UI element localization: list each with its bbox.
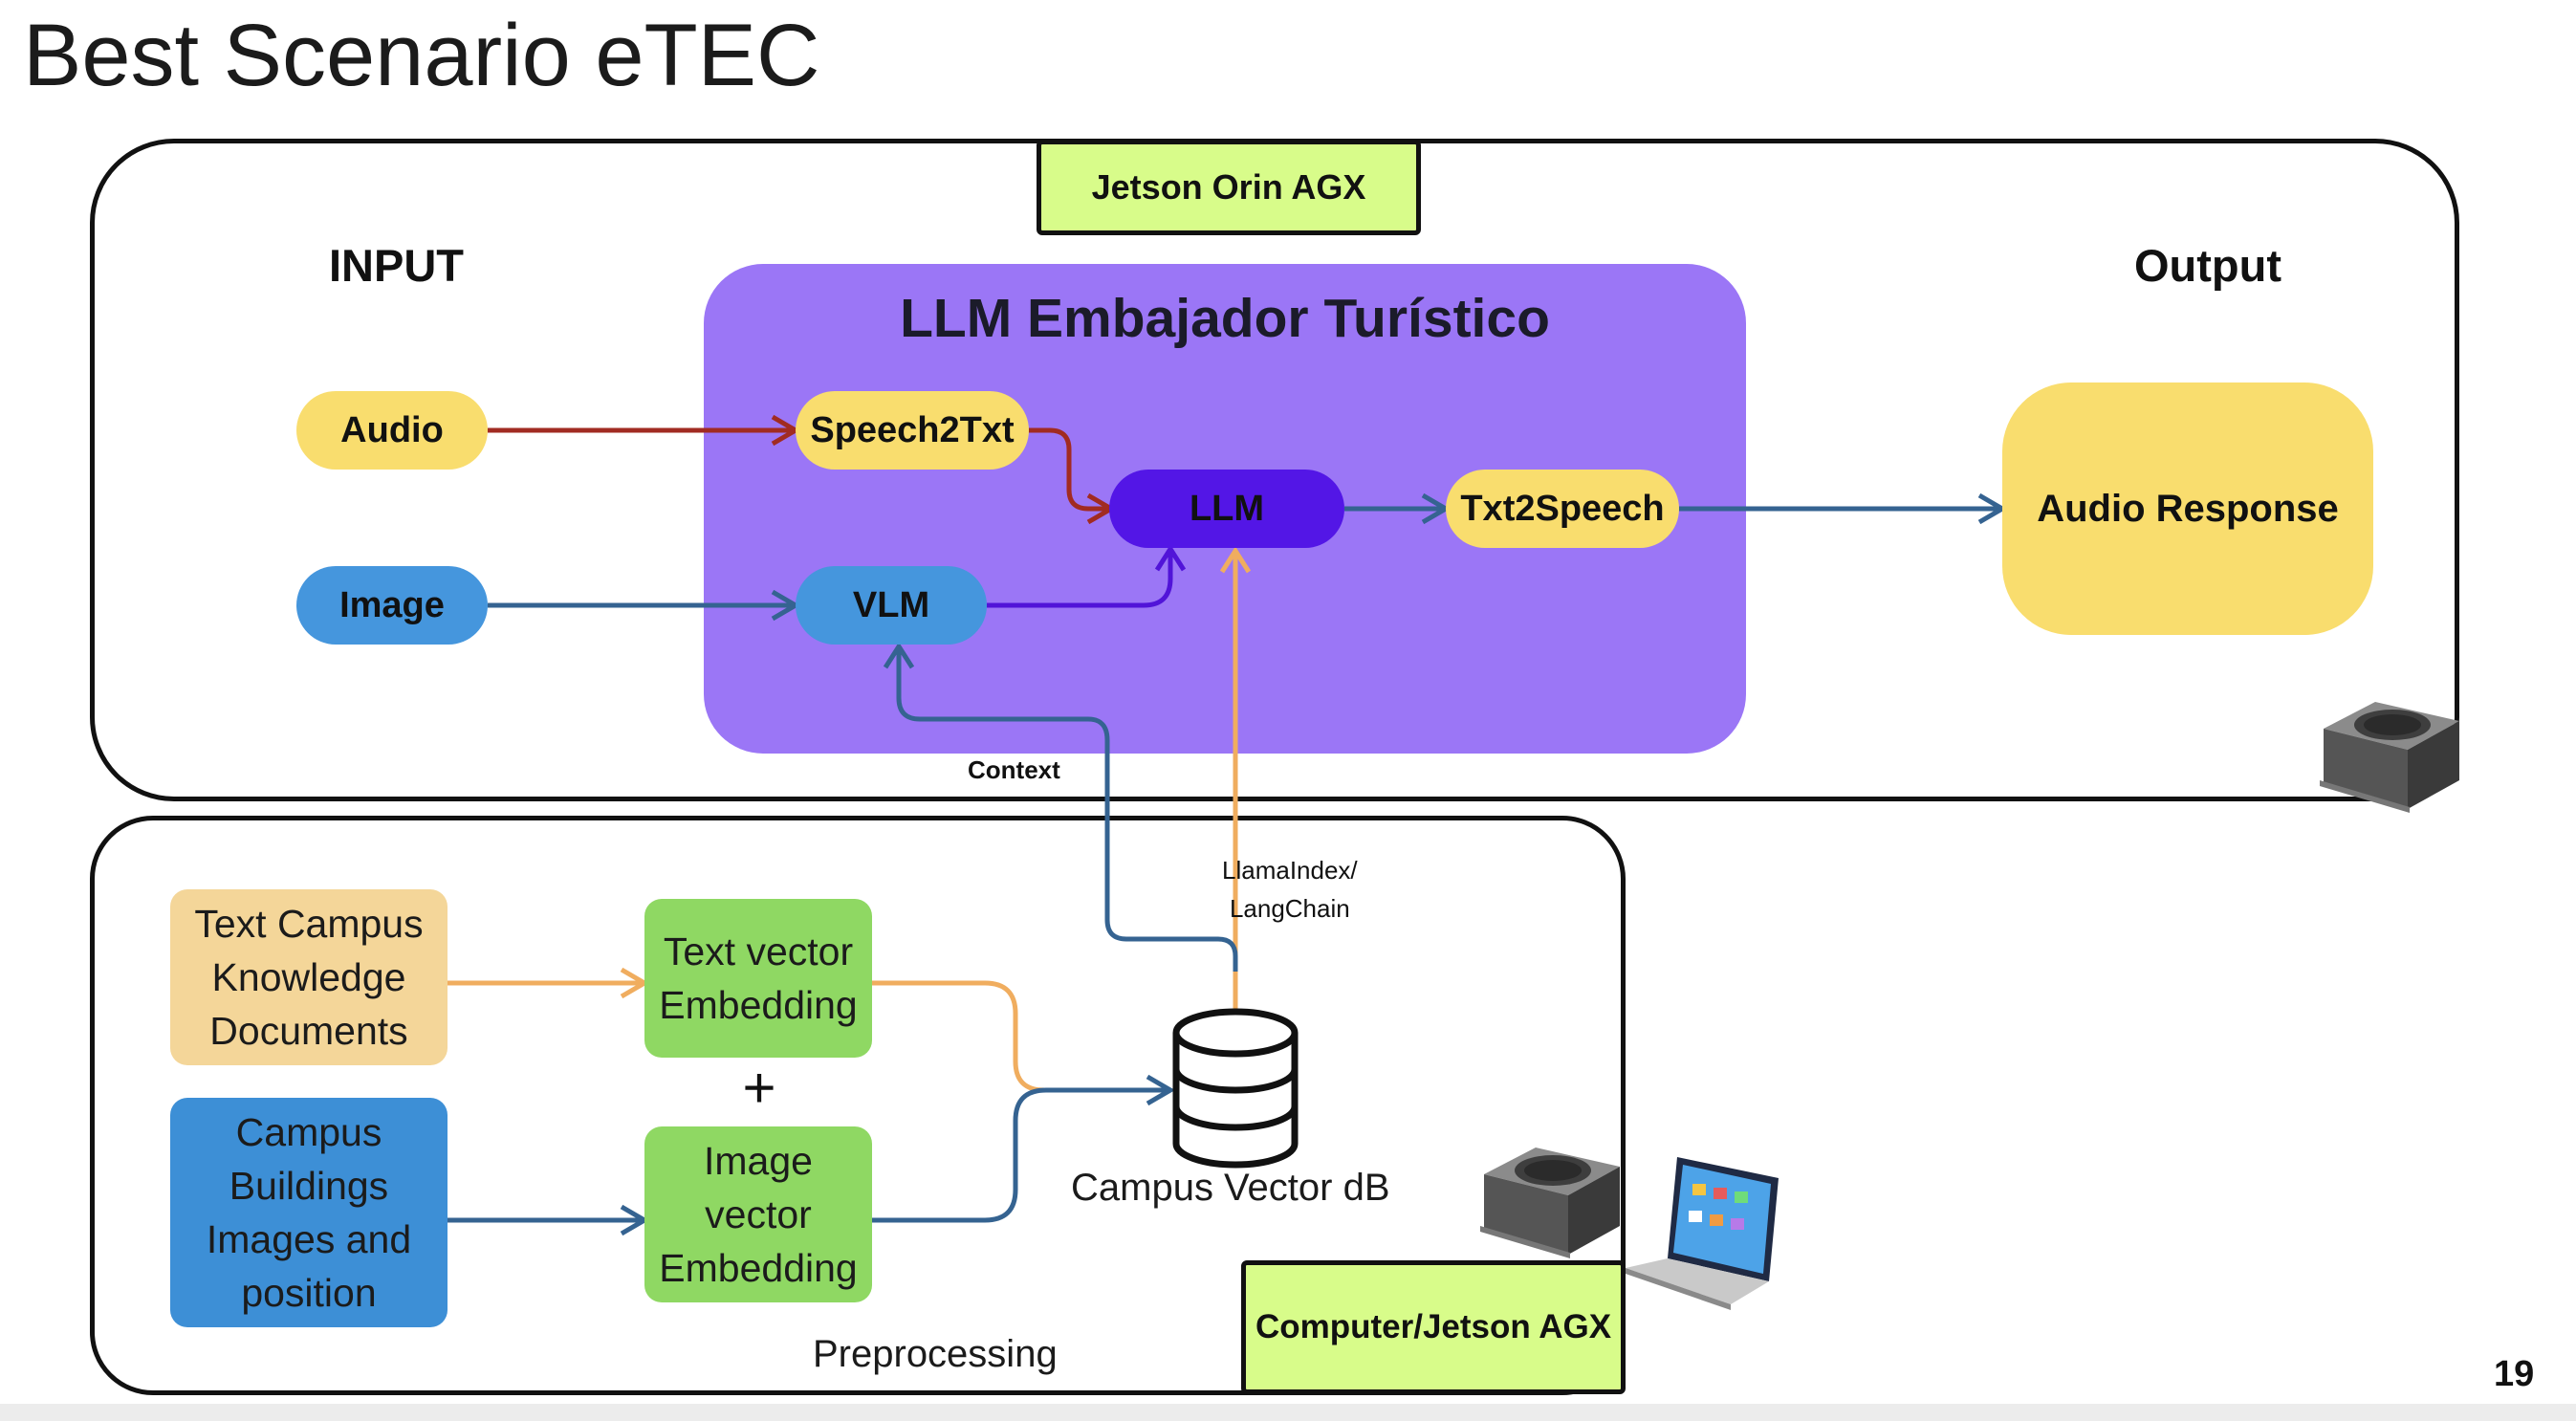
arrow-text-docs-to-text-vector xyxy=(448,967,649,999)
output-label: Output xyxy=(2134,240,2281,291)
laptop-icon xyxy=(1626,1157,1779,1310)
image-vector-line-1: Image vector xyxy=(704,1139,813,1236)
hardware-badge-computer-jetson: Computer/Jetson AGX xyxy=(1241,1260,1626,1394)
text-campus-documents-box: Text Campus Knowledge Documents xyxy=(170,889,448,1065)
hardware-badge-jetson-orin: Jetson Orin AGX xyxy=(1037,140,1421,235)
arrow-image-to-vlm xyxy=(488,589,800,622)
campus-images-line-2: Buildings xyxy=(229,1164,389,1208)
plus-sign: + xyxy=(742,1056,776,1120)
bottom-shadow-strip xyxy=(0,1404,2576,1421)
arrow-llm-to-txt2speech xyxy=(1344,492,1451,525)
input-label: INPUT xyxy=(329,240,464,291)
page-number: 19 xyxy=(2494,1354,2535,1394)
llm-node: LLM xyxy=(1109,470,1344,548)
speech2txt-node: Speech2Txt xyxy=(796,391,1029,470)
llm-panel-title: LLM Embajador Turístico xyxy=(900,288,1550,349)
jetson-device-icon xyxy=(2320,702,2459,813)
txt2speech-node: Txt2Speech xyxy=(1446,470,1679,548)
arrow-text-vector-to-db xyxy=(872,980,1045,1093)
text-docs-line-1: Text Campus xyxy=(194,902,424,946)
campus-images-line-3: Images and xyxy=(206,1217,412,1261)
arrow-image-vector-to-db xyxy=(872,1074,1175,1223)
audio-response-node: Audio Response xyxy=(2002,383,2373,635)
campus-images-line-1: Campus xyxy=(235,1110,382,1154)
preprocessing-label: Preprocessing xyxy=(813,1333,1058,1375)
text-docs-line-2: Knowledge xyxy=(211,955,406,999)
arrow-vlm-to-llm xyxy=(987,544,1187,608)
text-vector-line-2: Embedding xyxy=(659,983,858,1027)
text-vector-embedding-box: Text vector Embedding xyxy=(644,899,872,1058)
campus-images-line-4: position xyxy=(241,1271,377,1315)
text-vector-line-1: Text vector xyxy=(663,929,854,973)
campus-buildings-images-box: Campus Buildings Images and position xyxy=(170,1098,448,1327)
jetson-device-icon-bottom xyxy=(1480,1148,1620,1258)
retrieval-framework-label: LlamaIndex/ LangChain xyxy=(1222,851,1358,928)
image-vector-line-2: Embedding xyxy=(659,1246,858,1290)
arrow-audio-to-speech2txt xyxy=(488,414,800,447)
image-vector-embedding-box: Image vector Embedding xyxy=(644,1126,872,1302)
slide-title: Best Scenario eTEC xyxy=(23,7,820,104)
vector-db-label: Campus Vector dB xyxy=(1071,1167,1390,1209)
context-label: Context xyxy=(968,755,1060,784)
image-node: Image xyxy=(296,566,488,645)
arrow-campus-images-to-image-vector xyxy=(448,1204,649,1236)
arrow-db-to-llm xyxy=(1219,546,1252,1010)
database-icon xyxy=(1172,1008,1299,1169)
retrieval-label-line-2: LangChain xyxy=(1229,894,1350,923)
retrieval-label-line-1: LlamaIndex/ xyxy=(1222,856,1358,885)
text-docs-line-3: Documents xyxy=(209,1009,408,1053)
vlm-node: VLM xyxy=(796,566,987,645)
arrow-txt2speech-to-audio-response xyxy=(1679,492,2007,525)
audio-node: Audio xyxy=(296,391,488,470)
arrow-db-to-vlm-context xyxy=(883,642,1238,972)
arrow-speech2txt-to-llm xyxy=(1029,427,1116,525)
